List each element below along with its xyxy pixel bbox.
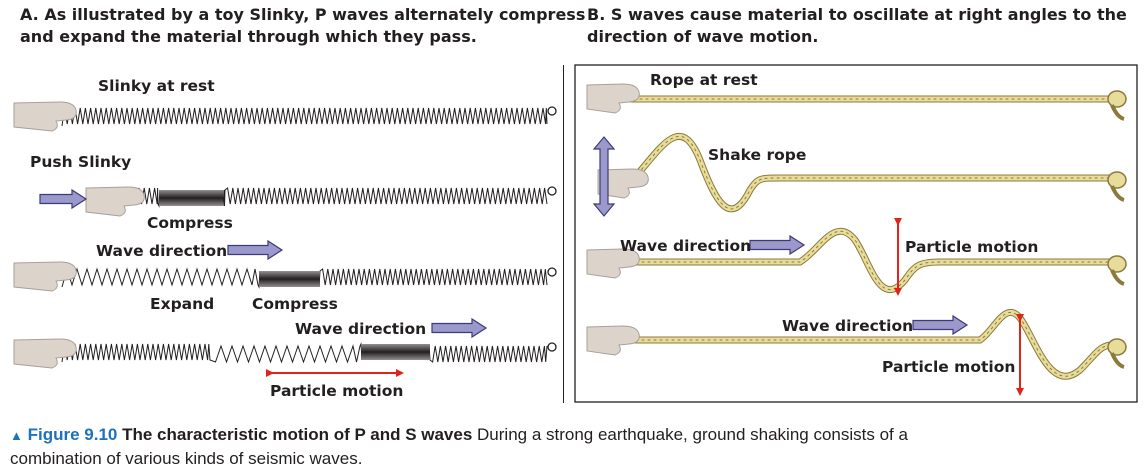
rope-row2-twist: [629, 135, 1113, 210]
panel-b-heading-line2: direction of wave motion.: [587, 27, 819, 46]
slinky-row1: [61, 107, 548, 127]
wave-direction-arrow-a-row3-icon: [227, 239, 284, 261]
slinky-row1-ring: [547, 106, 557, 116]
push-arrow-icon: [39, 188, 88, 210]
hand-a-row1: [13, 101, 77, 132]
rope-knot-row2: [1107, 171, 1127, 189]
wave-direction-arrow-b-row4-icon: [912, 314, 969, 336]
slinky-row2: [125, 187, 548, 208]
rope-rows: [624, 90, 1127, 380]
label-wave-direction-b-row3: Wave direction: [620, 237, 751, 255]
hand-b-row1: [586, 83, 640, 114]
hand-b-row3: [586, 248, 640, 279]
rope-knot-row2-tail: [1110, 185, 1125, 202]
label-shake-rope: Shake rope: [708, 146, 806, 164]
slinky-row3-ring: [547, 267, 557, 277]
label-particle-motion-b-row3: Particle motion: [905, 238, 1038, 256]
rope-knot-row3-tail: [1110, 269, 1125, 286]
rope-knot-row1: [1107, 90, 1127, 108]
label-wave-direction-row3: Wave direction: [96, 242, 227, 260]
figure-title: The characteristic motion of P and S wav…: [122, 425, 473, 444]
hand-b-row2: [597, 168, 649, 199]
wave-direction-arrow-b-row3-icon: [749, 234, 806, 256]
label-rope-at-rest: Rope at rest: [650, 71, 758, 89]
panel-a-heading-line1: A. As illustrated by a toy Slinky, P wav…: [20, 5, 586, 24]
label-particle-motion-b-row4: Particle motion: [882, 358, 1015, 376]
panel-a-heading-line2: and expand the material through which th…: [20, 27, 477, 46]
label-compress-row2: Compress: [147, 214, 233, 232]
hands: [13, 83, 649, 369]
rope-knot-row3: [1107, 255, 1127, 273]
slinky-row3: [61, 267, 548, 289]
slinky-row4: [61, 342, 548, 364]
label-wave-direction-row4: Wave direction: [295, 320, 426, 338]
label-wave-direction-b-row4: Wave direction: [782, 317, 913, 335]
slinky-rows: [61, 106, 557, 364]
wave-direction-arrow-a-row4-icon: [431, 317, 488, 339]
caption-text-line2: combination of various kinds of seismic …: [10, 449, 363, 468]
rope-knot-row4: [1107, 338, 1127, 356]
rope-row3-twist: [629, 230, 1113, 290]
slinky-row4-ring: [547, 342, 557, 352]
panel-b-heading: B. S waves cause material to oscillate a…: [587, 4, 1127, 48]
panel-b-heading-line1: B. S waves cause material to oscillate a…: [587, 5, 1127, 24]
rope-row4-twist: [629, 311, 1113, 377]
label-particle-motion-a: Particle motion: [270, 382, 403, 400]
hand-a-row3: [13, 261, 77, 292]
panel-b-frame: [574, 64, 1138, 403]
label-slinky-at-rest: Slinky at rest: [98, 77, 215, 95]
figure-number: Figure 9.10: [27, 425, 118, 444]
rope-row2: [627, 133, 1115, 212]
rope-knot-row4-tail: [1110, 352, 1125, 369]
hand-a-row4: [13, 338, 77, 369]
hand-b-row4: [586, 325, 640, 356]
caption-text-line1: During a strong earthquake, ground shaki…: [477, 425, 908, 444]
slinky-row2-ring: [547, 186, 557, 196]
rope-knot-row1-tail: [1110, 104, 1125, 121]
label-expand: Expand: [150, 295, 214, 313]
label-push-slinky: Push Slinky: [30, 153, 131, 171]
panel-a-wall: [563, 65, 564, 403]
figure-caption: ▲ Figure 9.10 The characteristic motion …: [10, 423, 1130, 470]
shake-arrow-icon: [592, 136, 616, 217]
panel-a-heading: A. As illustrated by a toy Slinky, P wav…: [20, 4, 585, 48]
direction-arrows: [39, 136, 969, 339]
hand-a-row2: [85, 186, 145, 217]
label-compress-row3: Compress: [252, 295, 338, 313]
caption-triangle-icon: ▲: [10, 428, 23, 443]
